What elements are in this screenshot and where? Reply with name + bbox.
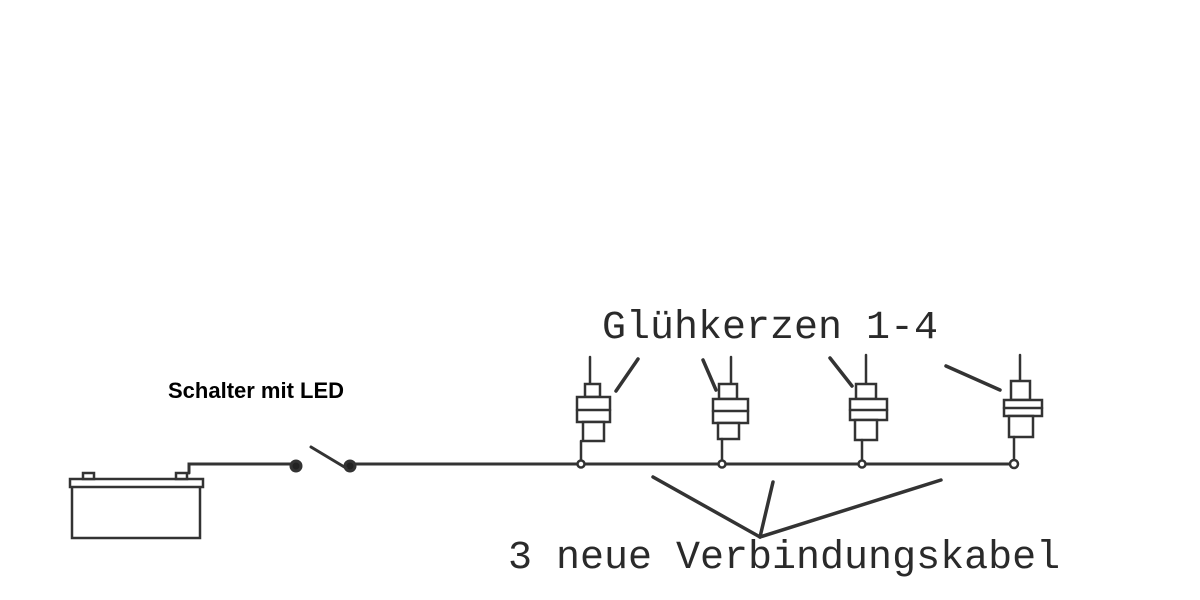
switch-label: Schalter mit LED [168,378,345,403]
glow-plug-1 [575,355,612,469]
glow-plug-4 [1002,353,1044,470]
battery-wire [187,462,298,475]
plug-pointers [614,356,1002,393]
glow-plugs-label: Glühkerzen 1-4 [602,306,939,351]
glow-plug-3 [848,353,889,469]
glow-plug-2 [711,355,750,469]
cables-label: 3 neue Verbindungskabel [508,536,1061,581]
cable-pointers [651,475,943,539]
battery [68,471,205,540]
switch [289,445,357,473]
